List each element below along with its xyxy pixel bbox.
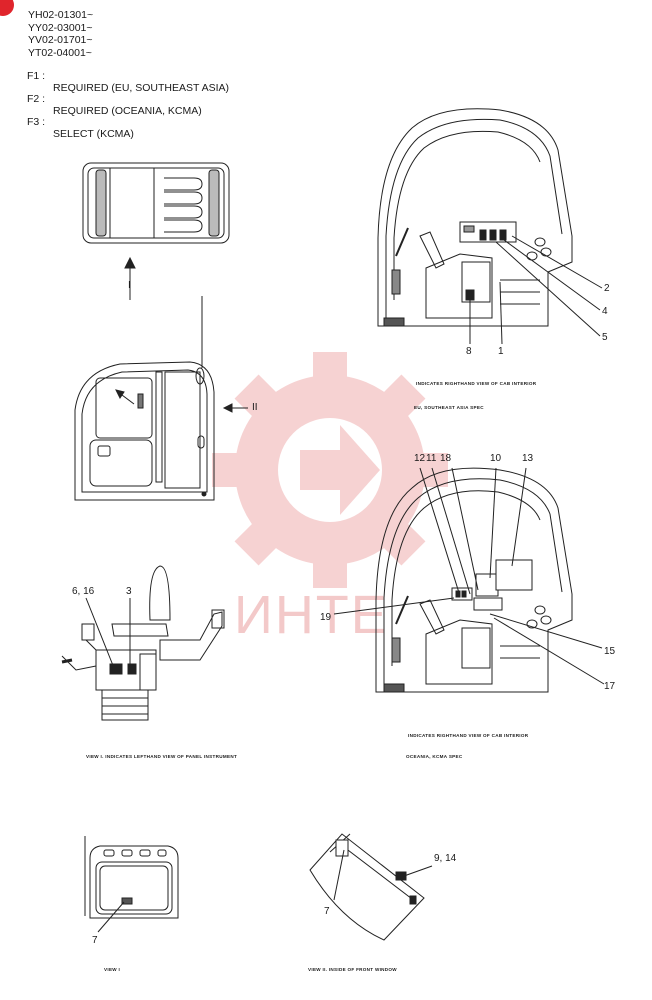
corner-badge — [0, 0, 14, 16]
serial-number: YY02-03001~ — [28, 21, 93, 34]
watermark-text: ИНТЕ — [234, 585, 389, 645]
serial-number: YV02-01701~ — [28, 34, 93, 46]
note-key-f2: F2 : — [27, 93, 46, 105]
callout-4: 4 — [602, 306, 608, 317]
caption-cab-interior-2: INDICATES RIGHTHAND VIEW OF CAB INTERIOR — [408, 733, 529, 738]
view-i-drawing — [84, 836, 179, 933]
callout-10: 10 — [490, 453, 502, 464]
callout-12: 12 — [414, 453, 426, 464]
serial-number: YH02-01301~ — [28, 9, 94, 21]
arrow-label-i: I — [128, 280, 131, 291]
caption-view-ii: VIEW II. INSIDE OF FRONT WINDOW — [308, 967, 397, 972]
callout-18: 18 — [440, 453, 452, 464]
note-value-f2: REQUIRED (OCEANIA, KCMA) — [53, 105, 202, 117]
view-ii-drawing — [309, 833, 433, 941]
cab-interior-eu — [377, 108, 603, 345]
caption-view-i: VIEW I — [104, 967, 121, 972]
callout-9-14: 9, 14 — [434, 853, 457, 864]
callout-3: 3 — [126, 586, 132, 597]
caption-view-i-panel: VIEW I. INDICATES LEFTHAND VIEW OF PANEL… — [86, 754, 238, 759]
callout-13: 13 — [522, 453, 534, 464]
caption-cab-spec-2: OCEANIA, KCMA SPEC — [406, 754, 463, 759]
note-key-f3: F3 : — [27, 116, 46, 128]
callout-7-view-ii: 7 — [324, 906, 330, 917]
cab-interior-kcma — [333, 467, 605, 693]
callout-7-view-i: 7 — [92, 935, 98, 946]
caption-cab-interior-1: INDICATES RIGHTHAND VIEW OF CAB INTERIOR — [416, 381, 537, 386]
view-arrow-i — [124, 256, 136, 300]
callout-5: 5 — [602, 332, 608, 343]
caption-cab-spec-1: EU, SOUTHEAST ASIA SPEC — [414, 405, 484, 410]
cab-roof-top-view — [82, 162, 230, 244]
arrow-label-ii: II — [252, 402, 258, 413]
callout-11: 11 — [426, 453, 437, 464]
serial-list: YH02-01301~ YY02-03001~ YV02-01701~ YT02… — [28, 9, 93, 59]
seat-panel-view — [61, 565, 225, 721]
note-value-f3: SELECT (KCMA) — [53, 128, 134, 140]
callout-15: 15 — [604, 646, 616, 657]
callout-17: 17 — [604, 681, 616, 692]
callout-2: 2 — [604, 283, 610, 294]
note-key-f1: F1 : — [27, 70, 46, 82]
callout-8: 8 — [466, 346, 472, 357]
view-arrow-ii — [222, 403, 248, 413]
cab-side-view — [74, 296, 215, 501]
callout-6-16: 6, 16 — [72, 586, 95, 597]
note-value-f1: REQUIRED (EU, SOUTHEAST ASIA) — [53, 82, 230, 94]
callout-19: 19 — [320, 612, 332, 623]
serial-number: YT02-04001~ — [28, 46, 92, 59]
callout-1: 1 — [498, 346, 504, 357]
